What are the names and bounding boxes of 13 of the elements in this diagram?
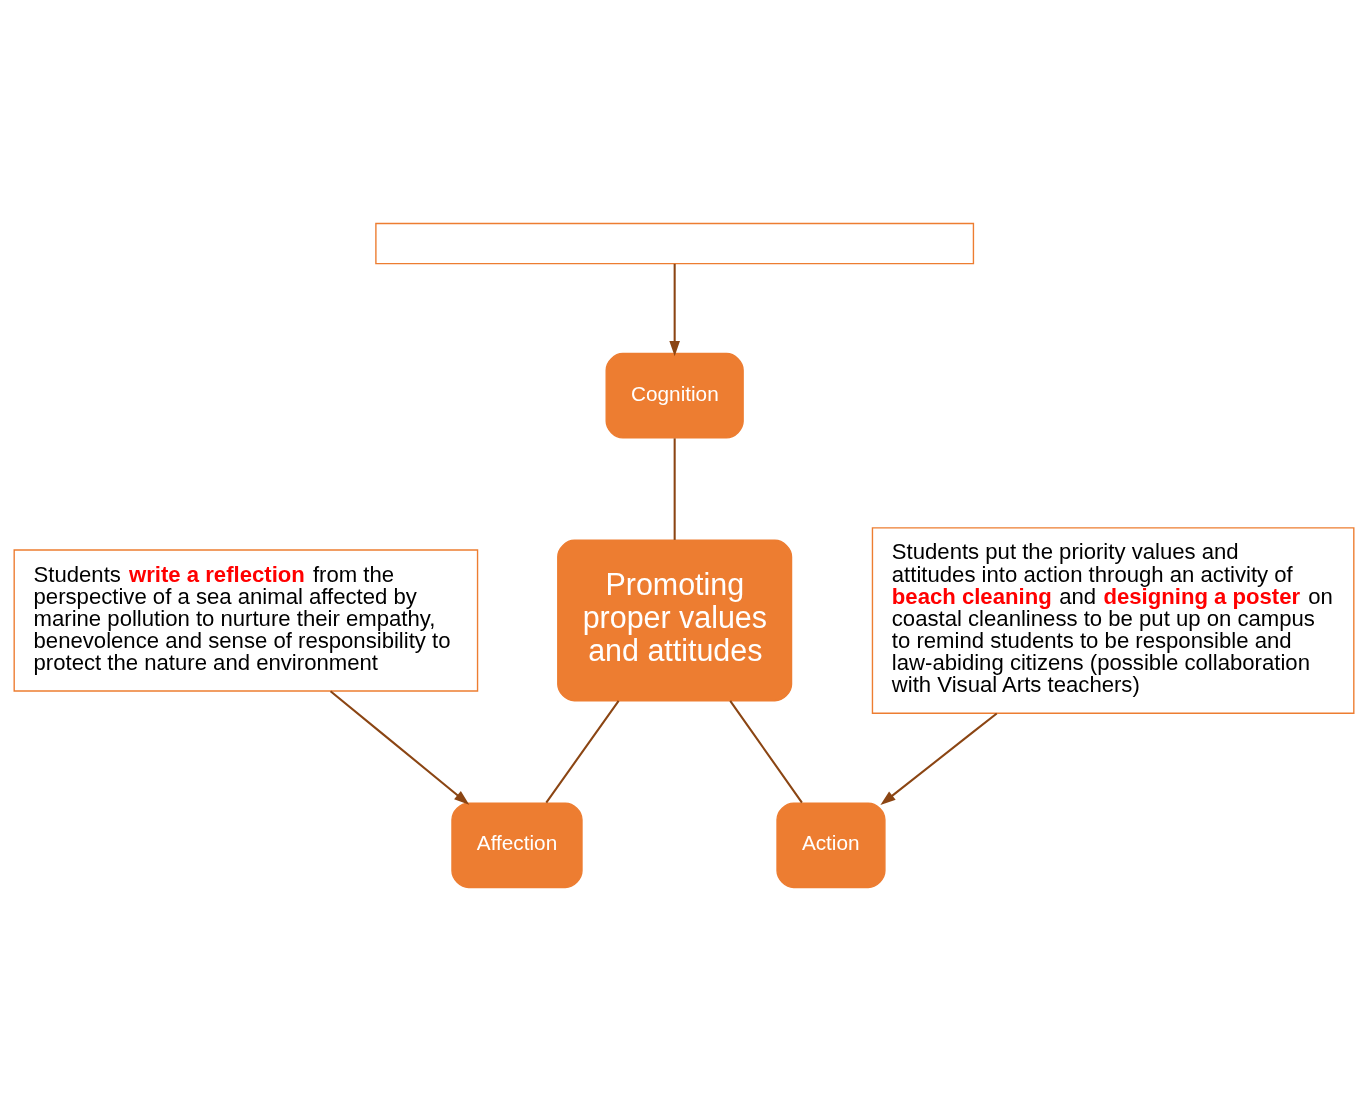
node-box: Promoting proper values and attitudes [557,539,793,701]
connector [729,699,803,803]
node-box: Students write a reflection from the perspective of a sea animal affected by marine pollution to nurture their empathy, benevolence and sense of responsibility to protect the nature and environment [13,548,479,692]
arrow [669,263,680,356]
connector [545,699,620,803]
node-box: Action [776,801,886,888]
connector [673,437,676,540]
arrow [880,712,998,805]
node-box [375,222,975,264]
node-box: Cognition [605,352,744,439]
node-box: Students put the priority values and attitudes into action through an activity of beach cleaning and designing a poster on coastal cleanliness to be put up on campus to remind students to be responsible and law-abiding citizens (possible collaboration with Visual Arts teachers) [871,526,1355,714]
node-box: Affection [451,801,583,888]
arrow [329,689,470,805]
